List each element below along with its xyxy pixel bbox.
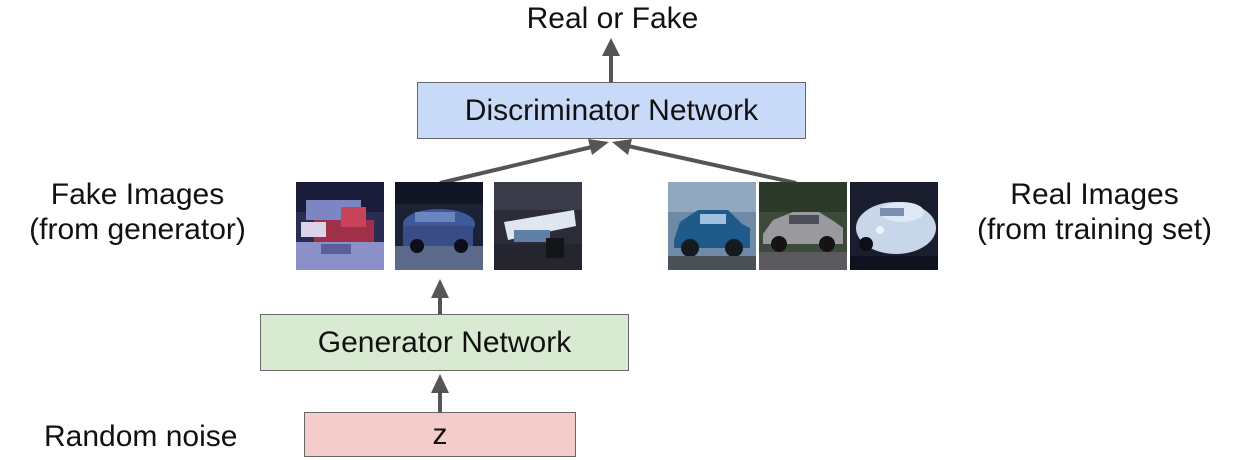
arrow-real-to-discriminator [627, 144, 797, 185]
fake-car-image-2 [395, 182, 483, 270]
generator-network-label: Generator Network [317, 325, 572, 359]
arrow-head-real [612, 139, 632, 155]
arrow-head-noise [431, 374, 449, 393]
fake-images-source: (from generator) [29, 212, 246, 246]
arrow-head-output [602, 38, 620, 56]
fake-car-image-3 [494, 182, 582, 270]
output-label: Real or Fake [526, 2, 699, 35]
real-images-source: (from training set) [976, 212, 1213, 246]
discriminator-network-box: Discriminator Network [417, 82, 806, 139]
real-images-label: Real Images (from training set) [952, 178, 1237, 247]
real-car-image-2 [759, 182, 847, 270]
noise-z-label: z [432, 417, 448, 451]
fake-car-image-1 [296, 182, 384, 270]
noise-z-box: z [304, 412, 576, 457]
arrow-head-fake [588, 139, 609, 155]
real-car-image-1 [668, 182, 756, 270]
real-car-image-3 [850, 182, 938, 270]
arrow-head-generator [431, 279, 449, 298]
fake-images-title: Fake Images [50, 178, 225, 211]
discriminator-network-label: Discriminator Network [464, 93, 759, 127]
fake-images-label: Fake Images (from generator) [0, 178, 275, 247]
generator-network-box: Generator Network [260, 314, 629, 371]
arrow-fake-to-discriminator [439, 144, 597, 185]
real-images-title: Real Images [1010, 178, 1179, 211]
random-noise-label: Random noise [44, 420, 238, 453]
